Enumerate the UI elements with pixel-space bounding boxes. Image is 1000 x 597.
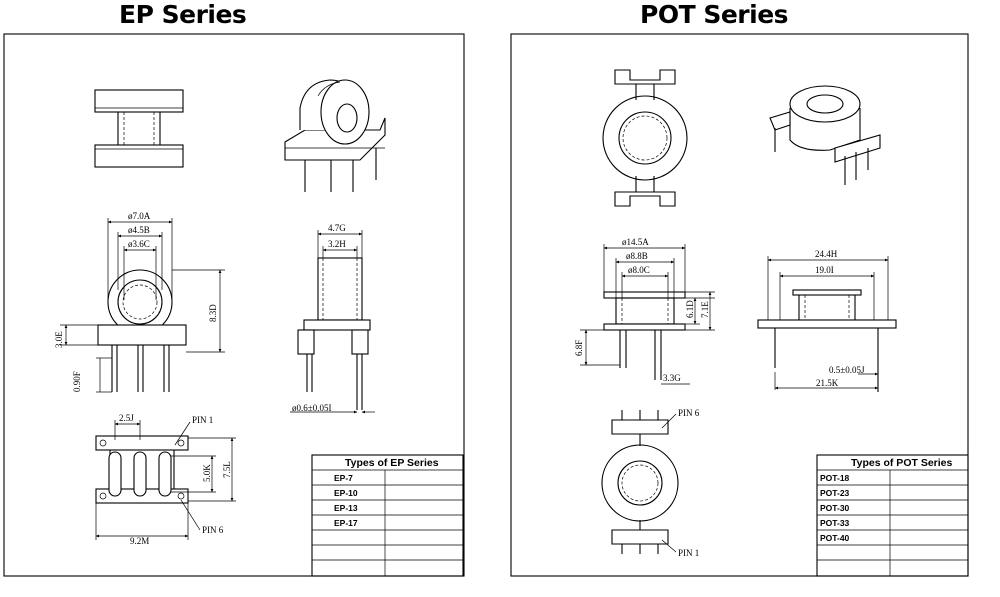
- pot-dim-e: 7.1E: [700, 301, 710, 318]
- pot-isometric-view: [769, 85, 881, 185]
- ep-dim-f: 0.90F: [72, 371, 82, 392]
- ep-dim-h: 3.2H: [328, 239, 346, 249]
- pot-table-row: POT-40: [820, 533, 850, 543]
- ep-dim-k: 5.0K: [202, 464, 212, 482]
- pot-panel: ø14.5A ø8.8B ø8.0C 6.1D 7.1E 6.8F 3.3G: [510, 33, 969, 577]
- pot-table-header: Types of POT Series: [851, 457, 952, 469]
- ep-table-row: EP-17: [334, 518, 358, 528]
- pot-dim-i: 19.0I: [815, 265, 834, 275]
- ep-pin6-label: PIN 6: [202, 525, 224, 535]
- ep-dim-l: 7.5L: [222, 461, 232, 478]
- pot-dim-a: ø14.5A: [622, 237, 649, 247]
- ep-dim-a: ø7.0A: [128, 211, 151, 221]
- pot-dim-k: 21.5K: [816, 378, 839, 388]
- ep-dim-d: 8.3D: [208, 304, 218, 322]
- pot-top-view: [602, 69, 688, 207]
- ep-panel-border: [3, 33, 465, 577]
- ep-dim-c: ø3.6C: [128, 239, 150, 249]
- pot-dim-j: 0.5±0.05J: [829, 365, 865, 375]
- ep-table-row: EP-7: [334, 473, 353, 483]
- pot-table-row: POT-23: [820, 488, 850, 498]
- ep-right-view: [290, 230, 375, 414]
- ep-front-view: [94, 89, 184, 168]
- pot-pin6-label: PIN 6: [678, 408, 700, 418]
- ep-table-row: EP-10: [334, 488, 358, 498]
- pot-dim-d: 6.1D: [685, 300, 695, 318]
- ep-table-header: Types of EP Series: [345, 457, 439, 469]
- pot-types-table: Types of POT Series POT-18 POT-23 POT-30…: [816, 454, 969, 577]
- ep-side-view: [60, 218, 225, 393]
- pot-bottom-view: [601, 410, 679, 554]
- pot-table-row: POT-30: [820, 503, 850, 513]
- pot-dim-c: ø8.0C: [628, 265, 650, 275]
- pot-dim-g: 3.3G: [663, 373, 681, 383]
- ep-isometric-view: [284, 79, 386, 192]
- ep-table-row: EP-13: [334, 503, 358, 513]
- pot-dim-b: ø8.8B: [626, 251, 648, 261]
- ep-dim-e: 3.0E: [54, 331, 64, 348]
- pot-side-view: [757, 256, 897, 392]
- ep-dim-m: 9.2M: [130, 536, 149, 546]
- ep-panel: ø7.0A ø4.5B ø3.6C 8.3D 3.0E 0.90F: [3, 33, 465, 577]
- ep-dim-b: ø4.5B: [128, 225, 150, 235]
- ep-bottom-view: [95, 420, 236, 540]
- pot-panel-border: [510, 33, 969, 577]
- ep-types-table: Types of EP Series EP-7 EP-10 EP-13 EP-1…: [311, 454, 464, 577]
- pot-dim-f: 6.8F: [574, 340, 584, 356]
- ep-dim-i: ø0.6±0.05I: [292, 403, 331, 413]
- pot-front-view: [580, 244, 715, 385]
- ep-dim-g: 4.7G: [328, 223, 346, 233]
- pot-dim-h: 24.4H: [815, 249, 838, 259]
- pot-series-title: POT Series: [640, 0, 789, 29]
- pot-pin1-label: PIN 1: [678, 548, 699, 558]
- ep-dim-j: 2.5J: [119, 413, 134, 423]
- pot-table-row: POT-33: [820, 518, 850, 528]
- ep-series-title: EP Series: [119, 0, 247, 29]
- pot-table-row: POT-18: [820, 473, 850, 483]
- ep-pin1-label: PIN 1: [192, 415, 213, 425]
